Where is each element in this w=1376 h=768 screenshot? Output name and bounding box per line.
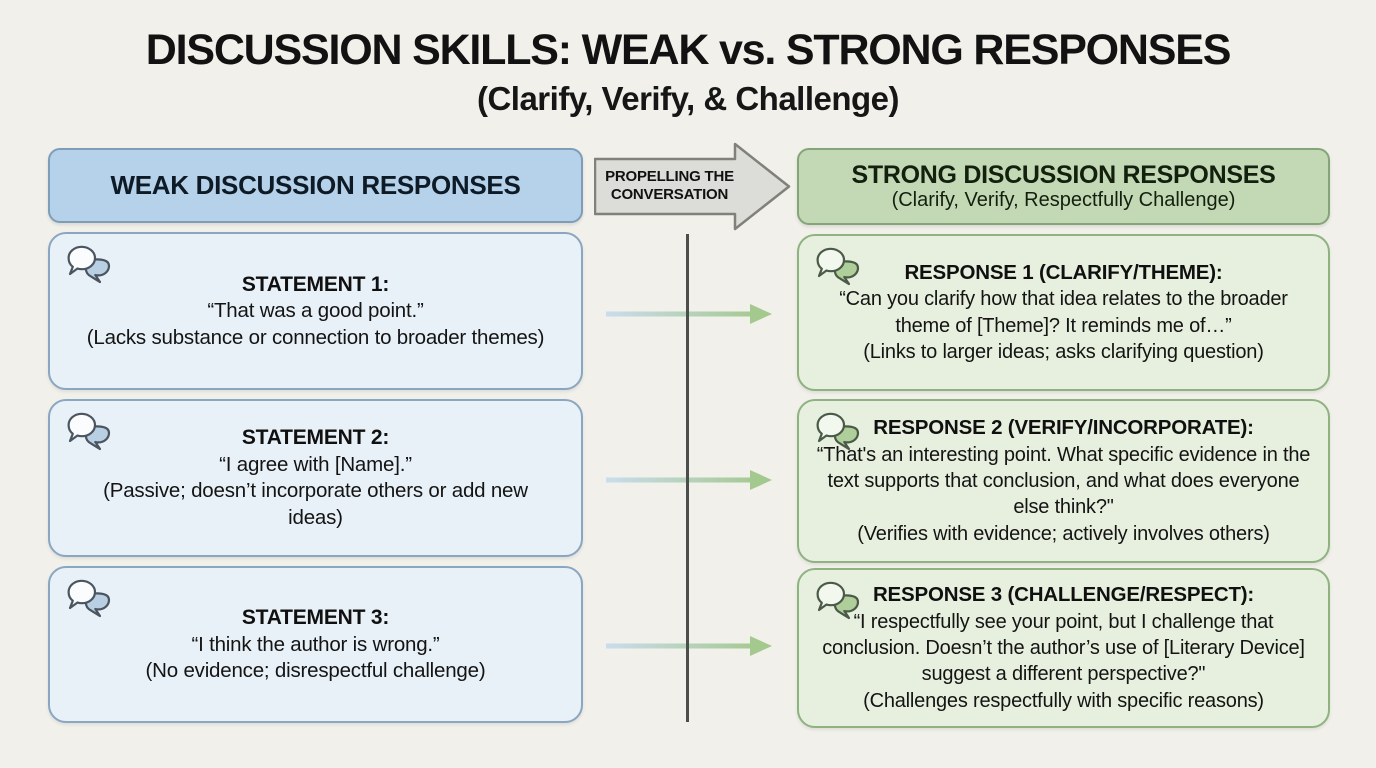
response-quote: “I respectfully see your point, but I ch… bbox=[822, 610, 1305, 686]
response-note: (Challenges respectfully with specific r… bbox=[863, 689, 1264, 712]
response-note: (Links to larger ideas; asks clarifying … bbox=[863, 341, 1264, 364]
weak-column-header-label: WEAK DISCUSSION RESPONSES bbox=[110, 170, 521, 200]
chat-bubbles-icon bbox=[67, 412, 111, 451]
statement-note: (No evidence; disrespectful challenge) bbox=[145, 659, 486, 683]
response-note: (Verifies with evidence; actively involv… bbox=[857, 522, 1270, 545]
propelling-conversation-banner: PROPELLING THE CONVERSATION bbox=[600, 157, 739, 214]
strong-response-card-2: RESPONSE 2 (VERIFY/INCORPORATE): “That's… bbox=[797, 399, 1330, 563]
strong-column-header-sublabel: (Clarify, Verify, Respectfully Challenge… bbox=[891, 189, 1236, 212]
response-quote: “That's an interesting point. What speci… bbox=[816, 443, 1311, 519]
statement-heading: STATEMENT 1: bbox=[241, 272, 390, 296]
weak-statement-card-1: STATEMENT 1: “That was a good point.” (L… bbox=[48, 232, 583, 390]
response-heading: RESPONSE 2 (VERIFY/INCORPORATE): bbox=[873, 415, 1254, 439]
center-divider-line bbox=[686, 234, 689, 722]
chat-bubbles-icon bbox=[816, 581, 860, 620]
page-subtitle: (Clarify, Verify, & Challenge) bbox=[476, 80, 900, 117]
statement-quote: “I agree with [Name].” bbox=[219, 452, 412, 476]
arrow-right-banner-shape bbox=[594, 142, 791, 231]
weak-statement-card-2: STATEMENT 2: “I agree with [Name].” (Pas… bbox=[48, 399, 583, 557]
flow-arrow-icon bbox=[606, 470, 772, 490]
banner-label-line2: CONVERSATION bbox=[610, 185, 729, 203]
strong-column-header: STRONG DISCUSSION RESPONSES (Clarify, Ve… bbox=[797, 148, 1330, 225]
weak-column-header: WEAK DISCUSSION RESPONSES bbox=[48, 148, 583, 223]
strong-column-header-label: STRONG DISCUSSION RESPONSES bbox=[851, 160, 1276, 189]
chat-bubbles-icon bbox=[67, 245, 111, 284]
strong-response-card-1: RESPONSE 1 (CLARIFY/THEME): “Can you cla… bbox=[797, 234, 1330, 391]
banner-label-line1: PROPELLING THE bbox=[605, 167, 734, 185]
response-quote: “Can you clarify how that idea relates t… bbox=[839, 288, 1288, 337]
flow-arrow-icon bbox=[606, 304, 772, 324]
statement-note: (Passive; doesn’t incorporate others or … bbox=[103, 479, 528, 529]
chat-bubbles-icon bbox=[816, 412, 860, 451]
statement-quote: “I think the author is wrong.” bbox=[191, 632, 440, 656]
weak-statement-card-3: STATEMENT 3: “I think the author is wron… bbox=[48, 566, 583, 723]
statement-quote: “That was a good point.” bbox=[207, 299, 424, 322]
statement-heading: STATEMENT 3: bbox=[241, 606, 390, 630]
flow-arrow-icon bbox=[606, 636, 772, 656]
strong-response-card-3: RESPONSE 3 (CHALLENGE/RESPECT): “I respe… bbox=[797, 568, 1330, 728]
response-heading: RESPONSE 3 (CHALLENGE/RESPECT): bbox=[872, 582, 1255, 606]
statement-note: (Lacks substance or connection to broade… bbox=[86, 325, 545, 349]
statement-heading: STATEMENT 2: bbox=[241, 426, 390, 450]
page-title: DISCUSSION SKILLS: WEAK vs. STRONG RESPO… bbox=[145, 26, 1232, 74]
response-heading: RESPONSE 1 (CLARIFY/THEME): bbox=[904, 260, 1223, 284]
chat-bubbles-icon bbox=[67, 579, 111, 618]
chat-bubbles-icon bbox=[816, 247, 860, 286]
